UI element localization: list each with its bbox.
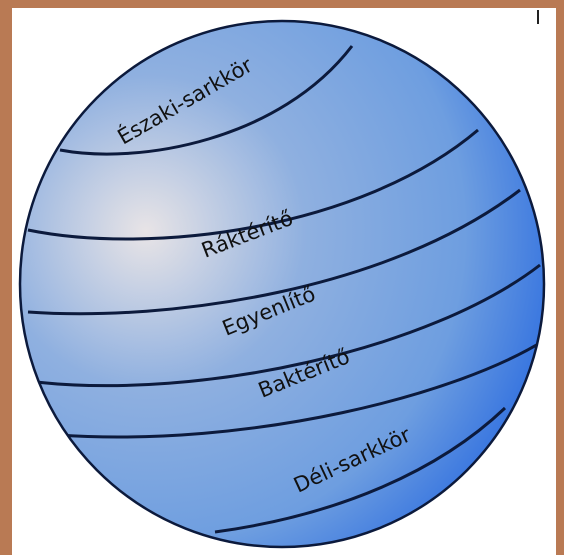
- globe: [20, 21, 544, 547]
